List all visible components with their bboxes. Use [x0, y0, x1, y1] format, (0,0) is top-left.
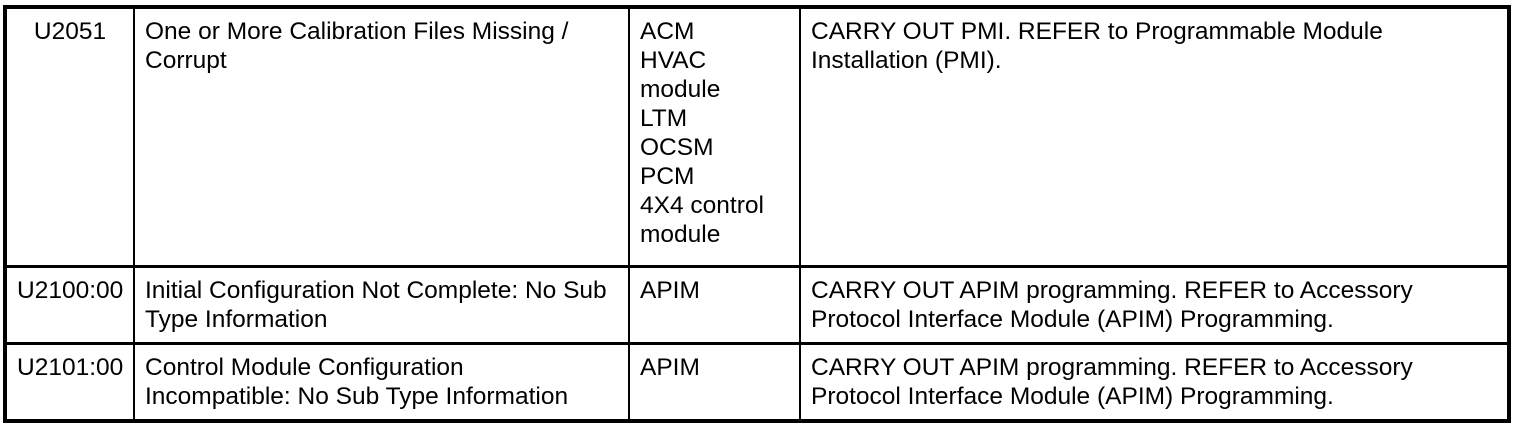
dtc-action-cell: CARRY OUT PMI. REFER to Programmable Mod… — [799, 5, 1510, 268]
dtc-module-cell: APIM — [628, 342, 801, 423]
module-name: PCM — [640, 163, 695, 190]
module-name: 4X4 control module — [640, 192, 764, 248]
dtc-code-cell: U2101:00 — [4, 342, 135, 423]
dtc-description-cell: One or More Calibration Files Missing / … — [133, 5, 630, 268]
module-name: LTM — [640, 105, 688, 132]
module-name: APIM — [640, 277, 700, 304]
module-name: HVAC module — [640, 47, 721, 103]
dtc-code-cell: U2051 — [4, 5, 135, 268]
dtc-code-cell: U2100:00 — [4, 265, 135, 345]
dtc-action-cell: CARRY OUT APIM programming. REFER to Acc… — [799, 342, 1510, 423]
dtc-description-cell: Control Module Configuration Incompatibl… — [133, 342, 630, 423]
module-name: ACM — [640, 18, 695, 45]
dtc-action-cell: CARRY OUT APIM programming. REFER to Acc… — [799, 265, 1510, 345]
module-name: APIM — [640, 354, 700, 381]
dtc-module-cell: APIM — [628, 265, 801, 345]
dtc-description-cell: Initial Configuration Not Complete: No S… — [133, 265, 630, 345]
module-name: OCSM — [640, 134, 714, 161]
